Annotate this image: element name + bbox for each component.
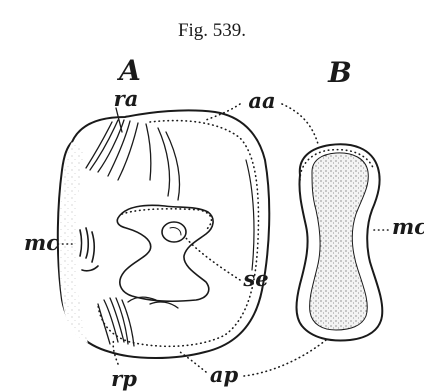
label-se: se xyxy=(242,266,268,291)
panel-b-stippled-core xyxy=(310,153,369,330)
panel-a-septum-dotted xyxy=(122,209,211,230)
panel-a-cavity-inner xyxy=(170,227,181,235)
label-mc-a: mc xyxy=(24,230,59,255)
label-ra: ra xyxy=(114,86,139,111)
label-aa: aa xyxy=(248,88,275,113)
panel-a-anterior-roots xyxy=(86,108,180,200)
leader-se xyxy=(186,238,240,280)
panel-a-left-margin xyxy=(59,142,88,343)
panel-a-marginal-marks xyxy=(80,228,98,271)
leader-aa-to-b xyxy=(282,104,318,144)
panel-b-specimen xyxy=(297,144,383,340)
panel-a-right-edge xyxy=(246,160,254,270)
panel-a-outer-outline xyxy=(58,110,269,358)
label-rp: rp xyxy=(111,366,137,391)
panel-a-inner-dotted-contour xyxy=(98,121,258,347)
label-mc-b: mc xyxy=(392,214,424,239)
panel-a-specimen xyxy=(58,108,269,358)
panel-a-cavity xyxy=(162,222,186,242)
label-ap: ap xyxy=(210,362,239,387)
panel-b-letter: B xyxy=(327,56,352,89)
figure-title: Fig. 539. xyxy=(178,20,246,41)
panel-a-posterior-roots xyxy=(98,297,178,346)
panel-a-septum xyxy=(117,205,213,301)
leader-ap-to-b xyxy=(244,340,326,376)
leader-rp xyxy=(113,338,118,364)
panel-a-letter: A xyxy=(116,54,141,87)
